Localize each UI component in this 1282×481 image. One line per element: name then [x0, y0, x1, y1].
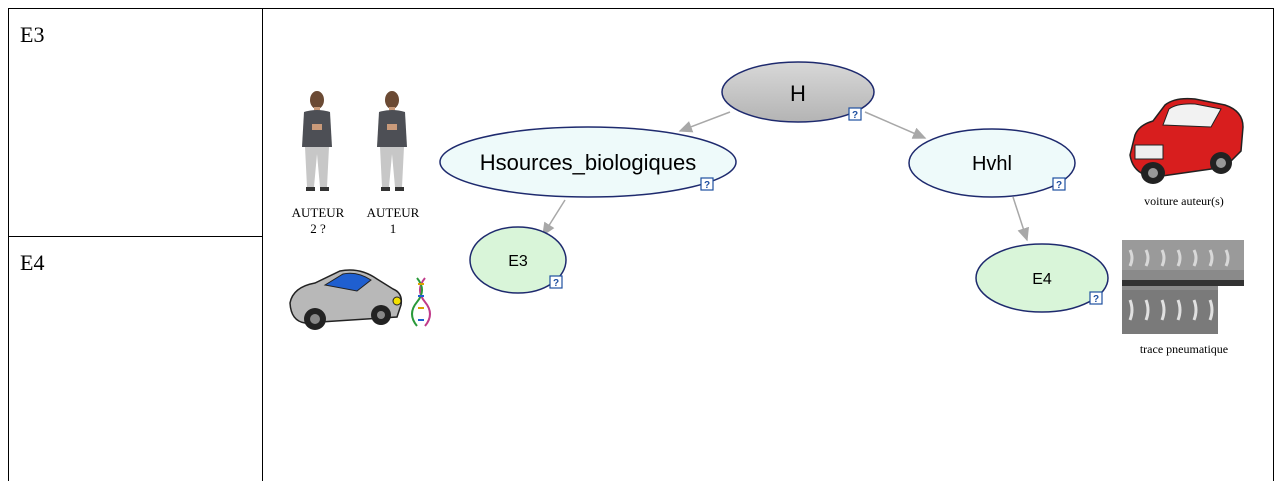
cell-e4-label: E4 — [20, 250, 45, 275]
cell-e3-label: E3 — [20, 22, 45, 47]
author2-caption-line2: 2 ? — [310, 221, 326, 236]
author2-caption: AUTEUR 2 ? — [280, 205, 356, 237]
tire-trace-image — [1122, 240, 1244, 334]
svg-text:?: ? — [704, 180, 710, 191]
author1-caption: AUTEUR 1 — [355, 205, 431, 237]
help-badge-icon[interactable]: ? — [700, 177, 714, 191]
trace-caption: trace pneumatique — [1139, 342, 1229, 356]
node-hsources-biologiques[interactable]: Hsources_biologiques ? — [439, 126, 737, 198]
author1-caption-line1: AUTEUR — [366, 205, 420, 220]
edge-h-hsources — [678, 111, 731, 133]
node-hvhl[interactable]: Hvhl ? — [908, 128, 1076, 198]
cell-e3: E3 — [8, 8, 263, 237]
node-hvhl-label: Hvhl — [972, 153, 1012, 175]
node-e4[interactable]: E4 ? — [975, 243, 1109, 313]
dna-icon — [411, 277, 431, 327]
node-h-label: H — [790, 81, 806, 106]
node-e3-label: E3 — [508, 253, 528, 270]
svg-text:?: ? — [1093, 294, 1099, 305]
table-frame — [8, 8, 1274, 481]
voiture-caption: voiture auteur(s) — [1144, 194, 1224, 208]
svg-text:?: ? — [1056, 180, 1062, 191]
help-badge-icon[interactable]: ? — [1052, 177, 1066, 191]
help-badge-icon[interactable]: ? — [1089, 291, 1103, 305]
edge-h-hvhl — [864, 111, 927, 139]
red-car-icon — [1129, 97, 1244, 184]
svg-text:?: ? — [553, 278, 559, 289]
help-badge-icon[interactable]: ? — [549, 275, 563, 289]
grey-car-icon — [289, 269, 403, 330]
svg-text:?: ? — [852, 110, 858, 121]
cell-e4: E4 — [8, 236, 263, 481]
node-e4-label: E4 — [1032, 271, 1052, 288]
node-hsources-label: Hsources_biologiques — [480, 150, 696, 175]
person-icon — [377, 91, 407, 191]
node-h[interactable]: H ? — [721, 61, 875, 123]
help-badge-icon[interactable]: ? — [848, 107, 862, 121]
author1-caption-line2: 1 — [389, 221, 397, 236]
author2-caption-line1: AUTEUR — [291, 205, 345, 220]
person-icon — [302, 91, 332, 191]
edge-hvhl-e4 — [1012, 196, 1029, 242]
edge-hsources-e3 — [542, 199, 566, 237]
node-e3[interactable]: E3 ? — [469, 226, 567, 294]
